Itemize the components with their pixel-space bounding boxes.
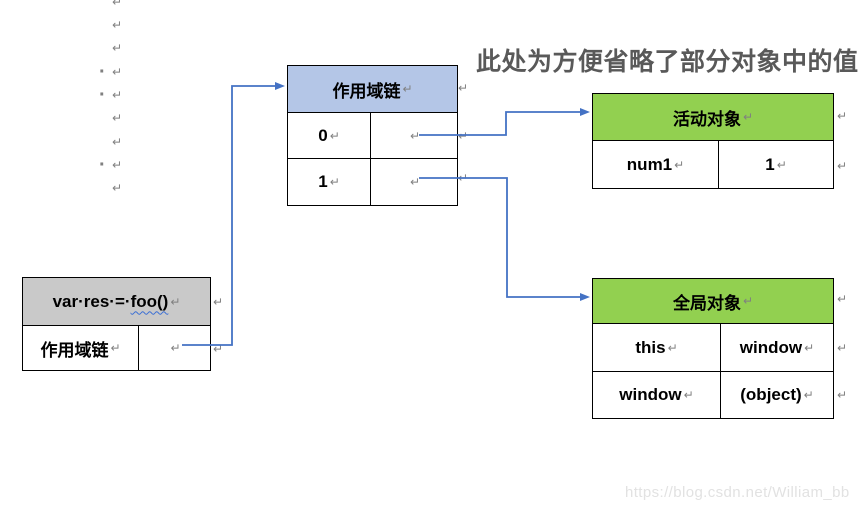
cell-text: 1 bbox=[318, 172, 328, 191]
pilcrow-mark-icon: ↵ bbox=[458, 129, 469, 143]
space-dot-icon: · bbox=[99, 154, 106, 176]
call-foo-text: foo() bbox=[130, 291, 169, 311]
call-code-text: var·res·=· bbox=[52, 291, 131, 311]
global-object-key-window: window ↵ bbox=[593, 372, 721, 419]
scope-chain-index-0: 0 ↵ bbox=[288, 113, 371, 159]
scope-chain-table: 作用域链 ↵ 0 ↵ ↵ 1 ↵ ↵ bbox=[287, 65, 458, 206]
cell-text: window bbox=[619, 385, 682, 404]
pilcrow-mark-icon: ↵ bbox=[112, 41, 123, 55]
active-object-table-header: 活动对象 ↵ bbox=[593, 94, 834, 141]
global-object-value-window: window ↵ bbox=[721, 324, 834, 372]
pilcrow-mark-icon: ↵ bbox=[112, 158, 123, 172]
pilcrow-mark-icon: ↵ bbox=[837, 341, 848, 355]
space-dot-icon: · bbox=[99, 84, 106, 106]
cell-text: 1 bbox=[765, 154, 775, 174]
active-object-table: 活动对象 ↵ num1 ↵ 1 ↵ bbox=[592, 93, 834, 189]
pilcrow-mark-icon: ↵ bbox=[112, 65, 123, 79]
scope-chain-index-1: 1 ↵ bbox=[288, 159, 371, 206]
scope-chain-table-header: 作用域链 ↵ bbox=[288, 66, 458, 113]
pilcrow-mark-icon: ↵ bbox=[112, 18, 123, 32]
call-result-table: var·res·=·foo() ↵ 作用域链 ↵ ↵ bbox=[22, 277, 211, 371]
pilcrow-mark-icon: ↵ bbox=[213, 295, 224, 309]
cell-text: this bbox=[635, 337, 666, 357]
pilcrow-mark-icon: ↵ bbox=[837, 292, 848, 306]
space-dot-icon: · bbox=[99, 61, 106, 83]
pilcrow-mark-icon: ↵ bbox=[837, 109, 848, 123]
pilcrow-mark-icon: ↵ bbox=[458, 81, 469, 95]
pilcrow-mark-icon: ↵ bbox=[213, 342, 224, 356]
pilcrow-mark-icon: ↵ bbox=[409, 175, 421, 189]
pilcrow-mark-icon: ↵ bbox=[329, 128, 340, 143]
pilcrow-mark-icon: ↵ bbox=[112, 88, 123, 102]
pilcrow-mark-icon: ↵ bbox=[170, 294, 181, 309]
global-object-value-object: (object) ↵ bbox=[721, 372, 834, 419]
pilcrow-mark-icon: ↵ bbox=[110, 341, 121, 355]
watermark-url: https://blog.csdn.net/William_bb bbox=[625, 484, 850, 501]
active-object-title: 活动对象 bbox=[672, 109, 741, 129]
pilcrow-mark-icon: ↵ bbox=[667, 340, 678, 355]
pilcrow-mark-icon: ↵ bbox=[742, 110, 754, 124]
global-object-table: 全局对象 ↵ this ↵ window ↵ window ↵ (object)… bbox=[592, 278, 834, 419]
pilcrow-mark-icon: ↵ bbox=[112, 135, 123, 149]
pilcrow-mark-icon: ↵ bbox=[329, 175, 340, 189]
pilcrow-mark-icon: ↵ bbox=[683, 388, 694, 402]
pilcrow-mark-icon: ↵ bbox=[402, 82, 413, 96]
scope-chain-value-0: ↵ bbox=[371, 113, 458, 159]
global-object-table-header: 全局对象 ↵ bbox=[593, 279, 834, 324]
pilcrow-mark-icon: ↵ bbox=[112, 0, 123, 9]
pilcrow-mark-icon: ↵ bbox=[409, 128, 421, 143]
cell-text: 0 bbox=[318, 125, 328, 145]
scope-chain-title: 作用域链 bbox=[332, 81, 401, 101]
pilcrow-mark-icon: ↵ bbox=[804, 340, 815, 355]
active-object-key: num1 ↵ bbox=[593, 141, 719, 189]
active-object-value: 1 ↵ bbox=[719, 141, 834, 189]
global-object-title: 全局对象 bbox=[672, 293, 741, 313]
pilcrow-mark-icon: ↵ bbox=[112, 111, 123, 125]
pilcrow-mark-icon: ↵ bbox=[776, 157, 787, 172]
annotation-note: 此处为方便省略了部分对象中的值 bbox=[476, 48, 859, 76]
cell-text: num1 bbox=[626, 154, 673, 174]
pilcrow-mark-icon: ↵ bbox=[803, 388, 814, 402]
pilcrow-mark-icon: ↵ bbox=[112, 181, 123, 195]
cell-text: (object) bbox=[740, 385, 802, 404]
global-object-key-this: this ↵ bbox=[593, 324, 721, 372]
pilcrow-mark-icon: ↵ bbox=[458, 171, 469, 185]
pilcrow-mark-icon: ↵ bbox=[742, 294, 754, 308]
pilcrow-mark-icon: ↵ bbox=[674, 157, 685, 172]
cell-text: 作用域链 bbox=[40, 340, 109, 360]
cell-text: window bbox=[739, 337, 803, 357]
pilcrow-mark-icon: ↵ bbox=[170, 341, 181, 355]
pilcrow-mark-icon: ↵ bbox=[837, 159, 848, 173]
call-scope-chain-value: ↵ bbox=[139, 326, 211, 371]
pilcrow-mark-icon: ↵ bbox=[837, 388, 848, 402]
call-scope-chain-label: 作用域链 ↵ bbox=[23, 326, 139, 371]
call-result-table-header: var·res·=·foo() ↵ bbox=[23, 278, 211, 326]
scope-chain-value-1: ↵ bbox=[371, 159, 458, 206]
